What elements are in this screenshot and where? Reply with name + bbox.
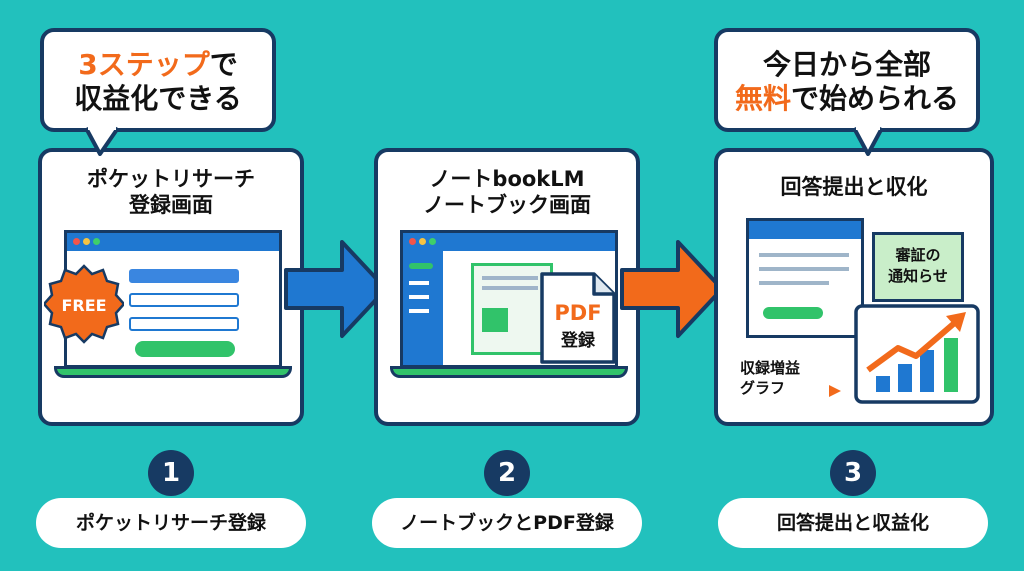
step1-laptop-screen bbox=[64, 230, 282, 368]
growth-chart-icon bbox=[854, 304, 980, 404]
free-start-bubble: 今日から全部 無料で始められる bbox=[714, 28, 980, 132]
step2-card-title: ノートbookLM ノートブック画面 bbox=[378, 166, 636, 218]
browser-titlebar bbox=[403, 233, 615, 251]
notice-line1: 審証の bbox=[895, 246, 941, 264]
step2-card: ノートbookLM ノートブック画面 PDF 登録 bbox=[374, 148, 640, 426]
step3-card-title: 回答提出と収化 bbox=[718, 174, 990, 200]
notebook-sidebar bbox=[403, 251, 443, 365]
step2-number: 2 bbox=[484, 450, 530, 496]
arrow-right-icon bbox=[620, 240, 724, 338]
submit-button-illustration bbox=[135, 341, 235, 357]
step3-label: 回答提出と収益化 bbox=[718, 498, 988, 548]
form-field bbox=[129, 317, 239, 331]
graph-caption-line2: グラフ bbox=[740, 379, 786, 397]
laptop-base bbox=[390, 366, 628, 378]
bubble-tail bbox=[84, 126, 120, 156]
step2-title-line2: ノートブック画面 bbox=[423, 193, 591, 217]
free-badge: FREE bbox=[44, 264, 124, 344]
laptop-base bbox=[54, 366, 292, 378]
answer-document-window bbox=[746, 218, 864, 338]
notice-line2: 通知らせ bbox=[888, 267, 948, 285]
pdf-register-label: 登録 bbox=[560, 330, 596, 351]
pdf-file-icon: PDF 登録 bbox=[540, 272, 616, 364]
headline-rest: で bbox=[209, 48, 238, 81]
graph-caption-line1: 収録増益 bbox=[740, 359, 801, 377]
step1-title-line1: ポケットリサーチ bbox=[87, 167, 255, 191]
bubble-tail bbox=[852, 126, 884, 156]
form-field bbox=[129, 293, 239, 307]
step1-card: ポケットリサーチ 登録画面 FREE bbox=[38, 148, 304, 426]
graph-caption: 収録増益 グラフ bbox=[740, 358, 840, 398]
step1-number: 1 bbox=[148, 450, 194, 496]
pdf-label: PDF bbox=[554, 301, 601, 325]
headline-bubble: 3ステップで 収益化できる bbox=[40, 28, 276, 132]
headline-highlight: 3ステップ bbox=[78, 48, 210, 81]
step3-number: 3 bbox=[830, 450, 876, 496]
document-preview bbox=[471, 263, 553, 355]
headline-line2: 収益化できる bbox=[74, 82, 242, 115]
free-start-line2: 無料で始められる bbox=[718, 82, 976, 116]
step2-title-line1: ノートbookLM bbox=[429, 167, 585, 191]
free-start-rest: で始められる bbox=[791, 82, 960, 115]
step3-title-line1: 回答提出と収化 bbox=[780, 175, 928, 199]
free-start-highlight: 無料 bbox=[734, 82, 791, 115]
free-start-line1: 今日から全部 bbox=[762, 48, 931, 81]
step1-title-line2: 登録画面 bbox=[129, 193, 213, 217]
step1-card-title: ポケットリサーチ 登録画面 bbox=[42, 166, 300, 218]
form-field bbox=[129, 269, 239, 283]
step2-laptop-screen bbox=[400, 230, 618, 368]
step2-label: ノートブックとPDF登録 bbox=[372, 498, 642, 548]
notice-note: 審証の 通知らせ bbox=[872, 232, 964, 302]
browser-titlebar bbox=[67, 233, 279, 251]
step1-label: ポケットリサーチ登録 bbox=[36, 498, 306, 548]
headline-line1: 3ステップで bbox=[44, 48, 272, 82]
play-triangle-icon bbox=[829, 385, 841, 397]
step3-card: 回答提出と収化 審証の 通知らせ 収録増益 グラフ bbox=[714, 148, 994, 426]
arrow-right-icon bbox=[284, 240, 388, 338]
free-badge-text: FREE bbox=[61, 296, 106, 315]
browser-titlebar bbox=[749, 221, 861, 239]
